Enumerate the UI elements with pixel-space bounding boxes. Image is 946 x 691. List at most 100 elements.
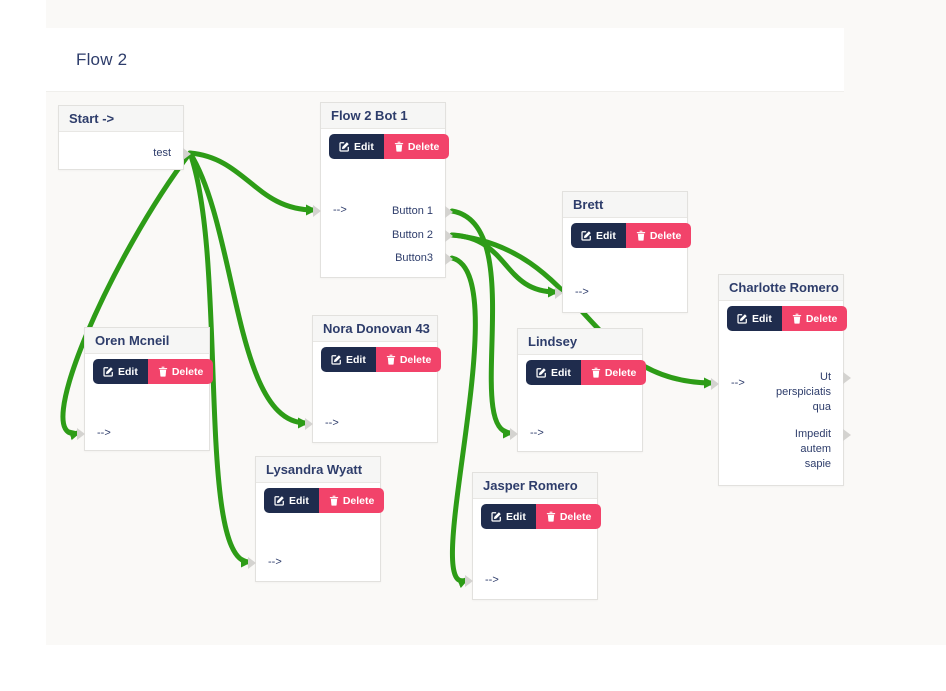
output-port[interactable] xyxy=(843,372,851,384)
connection-bot1-Button3-to-jasper--->[interactable] xyxy=(449,255,478,589)
node-title: Lysandra Wyatt xyxy=(256,457,380,483)
edit-button[interactable]: Edit xyxy=(481,504,536,529)
output-port[interactable] xyxy=(183,148,191,160)
input-port[interactable] xyxy=(555,287,563,299)
node-actions: Edit Delete xyxy=(93,359,214,384)
input-port[interactable] xyxy=(711,378,719,390)
edit-button-label: Edit xyxy=(354,140,374,153)
delete-button-label: Delete xyxy=(805,312,838,325)
edit-button[interactable]: Edit xyxy=(727,306,782,331)
input-port-label: --> xyxy=(575,286,589,298)
input-port-label: --> xyxy=(485,574,499,586)
pencil-square-icon xyxy=(331,354,342,365)
output-port-label: Ut perspiciatis qua xyxy=(775,371,831,413)
input-port[interactable] xyxy=(248,557,256,569)
input-port[interactable] xyxy=(305,418,313,430)
edit-button-label: Edit xyxy=(289,494,309,507)
edit-button[interactable]: Edit xyxy=(571,223,626,248)
node-title: Charlotte Romero xyxy=(719,275,843,301)
output-port-label: test xyxy=(153,147,171,159)
node-title: Nora Donovan 43 xyxy=(313,316,437,342)
delete-button[interactable]: Delete xyxy=(383,134,450,159)
delete-button[interactable]: Delete xyxy=(580,360,647,385)
connection-bot1-Button-2-to-charlotte--->[interactable] xyxy=(449,232,715,389)
input-port-label: --> xyxy=(325,417,339,429)
input-port-label: --> xyxy=(731,377,745,389)
node-body: Edit Delete --> xyxy=(305,342,442,442)
delete-button[interactable]: Delete xyxy=(147,359,214,384)
delete-button[interactable]: Delete xyxy=(781,306,848,331)
input-port[interactable] xyxy=(77,428,85,440)
node-title: Start -> xyxy=(59,106,183,132)
delete-button[interactable]: Delete xyxy=(535,504,602,529)
page-title: Flow 2 xyxy=(76,49,128,69)
edit-button[interactable]: Edit xyxy=(526,360,581,385)
output-port[interactable] xyxy=(445,230,453,242)
input-port[interactable] xyxy=(465,575,473,587)
flow-header-card: Flow 2 xyxy=(46,28,844,92)
node-actions: Edit Delete xyxy=(571,223,692,248)
node-title: Jasper Romero xyxy=(473,473,597,499)
node-body: Edit Delete --> xyxy=(248,483,385,581)
trash-icon xyxy=(158,366,168,377)
trash-icon xyxy=(636,230,646,241)
input-port-label: --> xyxy=(268,556,282,568)
node-title: Lindsey xyxy=(518,329,642,355)
output-port-label: Button 1 xyxy=(392,205,433,217)
output-port[interactable] xyxy=(445,253,453,265)
node-actions: Edit Delete xyxy=(481,504,602,529)
node-actions: Edit Delete xyxy=(727,306,848,331)
node-body: test xyxy=(59,132,191,169)
edit-button[interactable]: Edit xyxy=(93,359,148,384)
connection-bot1-Button-1-to-lindsey--->[interactable] xyxy=(449,208,514,439)
connection-start-test-to-bot1--->[interactable] xyxy=(187,150,317,216)
edit-button-label: Edit xyxy=(506,510,526,523)
delete-button-label: Delete xyxy=(407,140,440,153)
edit-button-label: Edit xyxy=(118,365,138,378)
input-port-label: --> xyxy=(97,427,111,439)
edit-button[interactable]: Edit xyxy=(321,347,376,372)
trash-icon xyxy=(591,367,601,378)
delete-button[interactable]: Delete xyxy=(318,488,385,513)
pencil-square-icon xyxy=(274,495,285,506)
delete-button-label: Delete xyxy=(559,510,592,523)
node-body: Edit Delete --> xyxy=(465,499,602,599)
output-port-label: Impedit autem sapie xyxy=(794,428,831,470)
delete-button[interactable]: Delete xyxy=(625,223,692,248)
input-port-label: --> xyxy=(530,427,544,439)
node-title: Oren Mcneil xyxy=(85,328,209,354)
pencil-square-icon xyxy=(581,230,592,241)
output-port[interactable] xyxy=(445,206,453,218)
flow-node-nora[interactable]: Nora Donovan 43 Edit Delete --> xyxy=(305,315,442,443)
delete-button-label: Delete xyxy=(342,494,375,507)
input-port[interactable] xyxy=(313,205,321,217)
pencil-square-icon xyxy=(103,366,114,377)
pencil-square-icon xyxy=(536,367,547,378)
output-port[interactable] xyxy=(843,429,851,441)
trash-icon xyxy=(394,141,404,152)
connection-start-test-to-lysandra--->[interactable] xyxy=(187,150,252,568)
flow-node-start[interactable]: Start -> test xyxy=(58,105,191,170)
edit-button[interactable]: Edit xyxy=(264,488,319,513)
connection-start-test-to-nora--->[interactable] xyxy=(187,150,309,429)
trash-icon xyxy=(386,354,396,365)
edit-button[interactable]: Edit xyxy=(329,134,384,159)
node-body: Edit Delete --> xyxy=(77,354,214,450)
delete-button[interactable]: Delete xyxy=(375,347,442,372)
delete-button-label: Delete xyxy=(649,229,682,242)
input-port[interactable] xyxy=(510,428,518,440)
pencil-square-icon xyxy=(491,511,502,522)
trash-icon xyxy=(792,313,802,324)
edit-button-label: Edit xyxy=(346,353,366,366)
